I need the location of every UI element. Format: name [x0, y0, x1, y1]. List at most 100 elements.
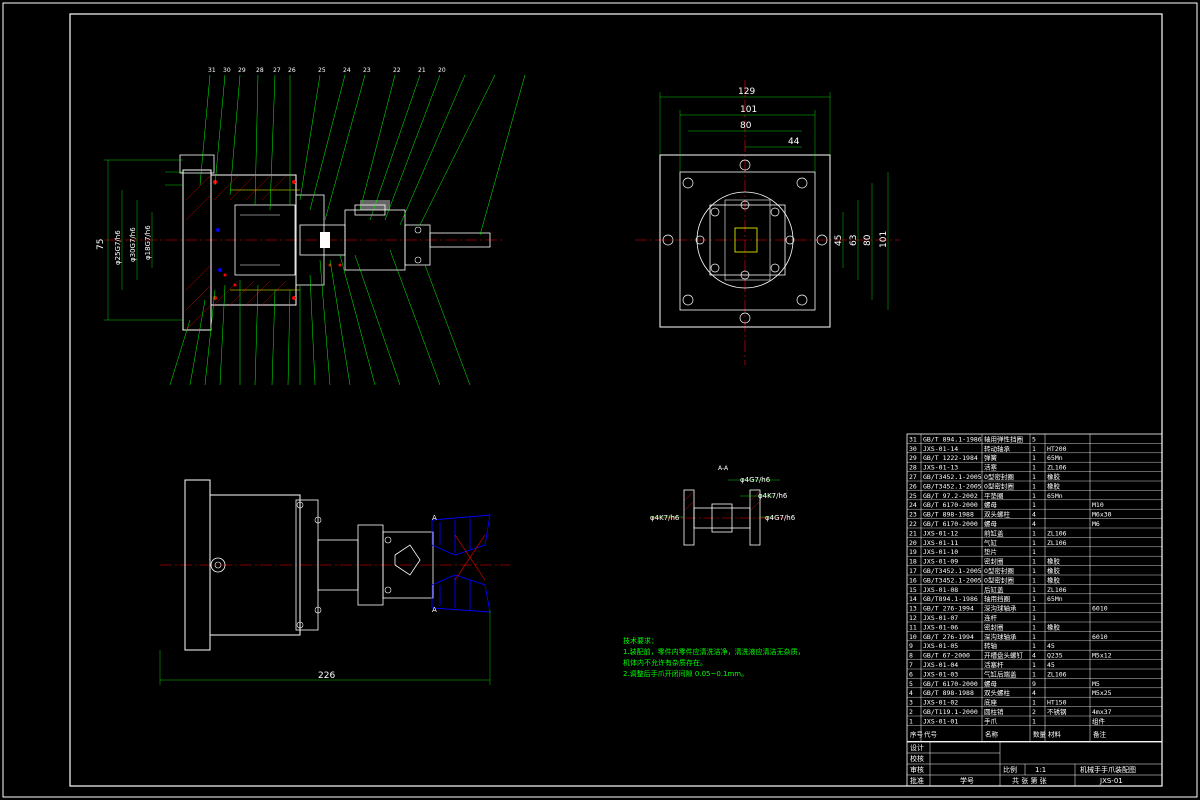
bom-cell-qty: 1	[1032, 576, 1036, 584]
bom-cell-name: 垫片	[984, 547, 997, 556]
tb-scale-label: 比例	[1003, 765, 1017, 774]
bom-cell-name: 气缸	[984, 538, 998, 547]
fit-phi4g7-b: φ4G7/h6	[765, 514, 796, 522]
dim-v-80: 80	[863, 234, 873, 246]
side-view	[159, 479, 510, 685]
dim-v-101: 101	[879, 231, 889, 248]
bom-header-no: 序号	[910, 729, 924, 738]
bom-cell-no: 8	[909, 652, 913, 660]
bom-cell-qty: 4	[1032, 689, 1036, 697]
bom-cell-qty: 1	[1032, 464, 1036, 472]
bom-cell-code: JXS-01-12	[923, 529, 958, 537]
bom-cell-code: JXS-01-04	[923, 661, 958, 669]
tb-scale-value: 1:1	[1035, 766, 1046, 774]
bom-cell-mat: 橡胶	[1047, 472, 1061, 481]
bom-cell-remark: M5	[1092, 680, 1100, 688]
bom-cell-qty: 1	[1032, 529, 1036, 537]
bom-cell-qty: 1	[1032, 623, 1036, 631]
bom-cell-name: 轴用挡圈	[984, 594, 1010, 603]
bom-cell-name: 深沟球轴承	[984, 604, 1017, 613]
notes-line-1: 1.装配前，零件内零件应清洗洁净，清洗液应清洁无杂质，	[623, 647, 805, 656]
dim-dia-d30: φ30G7/h6	[129, 227, 137, 262]
bom-header-qty: 数量	[1033, 729, 1047, 738]
bom-cell-mat: 45	[1047, 642, 1055, 650]
bom-cell-qty: 1	[1032, 670, 1036, 678]
bom-cell-no: 29	[909, 454, 917, 462]
bom-cell-no: 14	[909, 595, 917, 603]
bom-cell-no: 2	[909, 708, 913, 716]
front-section-view	[104, 74, 526, 386]
bom-header-name: 名称	[985, 729, 999, 738]
balloon-29: 29	[238, 67, 246, 74]
tb-sheet-info: 共 张 第 张	[1012, 776, 1047, 785]
bom-cell-code: JXS-01-14	[923, 445, 958, 453]
dim-width-80: 80	[740, 121, 752, 131]
tb-design: 设计	[910, 743, 924, 752]
sheet-inner-border	[69, 13, 1163, 787]
dim-height-75: 75	[96, 239, 106, 250]
tb-student-no: 学号	[960, 776, 974, 785]
bom-cell-mat: 橡胶	[1047, 622, 1061, 631]
bom-cell-remark: M10	[1092, 501, 1104, 509]
dim-length-226: 226	[318, 671, 335, 681]
bom-cell-name: 螺母	[984, 500, 998, 509]
bom-cell-qty: 1	[1032, 595, 1036, 603]
bom-cell-code: JXS-01-01	[923, 717, 958, 725]
bom-cell-name: 螺母	[984, 519, 998, 528]
bom-cell-name: 平垫圈	[984, 491, 1004, 500]
bom-cell-qty: 1	[1032, 492, 1036, 500]
bom-cell-code: JXS-01-09	[923, 558, 958, 566]
bom-cell-code: GB/T 6170-2000	[923, 520, 978, 528]
bom-cell-no: 16	[909, 576, 917, 584]
balloon-31: 31	[208, 67, 216, 74]
bom-cell-remark: M6x30	[1092, 511, 1112, 519]
bom-cell-mat: ZL106	[1047, 670, 1067, 678]
bom-cell-qty: 1	[1032, 614, 1036, 622]
bom-cell-no: 27	[909, 473, 917, 481]
bom-cell-mat: 45	[1047, 661, 1055, 669]
bom-cell-qty: 1	[1032, 699, 1036, 707]
dim-dia-d25: φ25G7/h6	[114, 230, 122, 265]
title-block	[906, 741, 1163, 787]
bom-cell-no: 24	[909, 501, 917, 509]
tb-approve: 批准	[910, 776, 924, 785]
bom-cell-mat: ZL106	[1047, 464, 1067, 472]
technical-notes: 技术要求： 1.装配前，零件内零件应清洗洁净，清洗液应清洁无杂质， 机体内不允许…	[623, 636, 805, 678]
bom-cell-code: GB/T 894.1-1986	[923, 435, 982, 443]
bom-cell-no: 3	[909, 699, 913, 707]
bom-cell-name: 轴用弹性挡圈	[984, 434, 1023, 443]
tb-review: 审核	[910, 765, 924, 774]
bom-cell-name: 开槽盘头螺钉	[984, 651, 1024, 660]
balloon-30: 30	[223, 67, 231, 74]
dim-width-129: 129	[738, 87, 755, 97]
bom-cell-no: 25	[909, 492, 917, 500]
bom-cell-code: JXS-01-03	[923, 670, 958, 678]
bom-cell-qty: 2	[1032, 708, 1036, 716]
bom-cell-name: 螺母	[984, 679, 998, 688]
bom-cell-no: 15	[909, 586, 917, 594]
bom-cell-code: GB/T 67-2000	[923, 652, 970, 660]
balloon-23: 23	[363, 67, 371, 74]
bom-cell-qty: 4	[1032, 652, 1036, 660]
bom-cell-code: GB/T3452.1-2005	[923, 576, 982, 584]
bom-cell-qty: 1	[1032, 482, 1036, 490]
balloon-22: 22	[393, 67, 401, 74]
bom-cell-name: 深沟球轴承	[984, 632, 1017, 641]
bom-cell-mat: ZL106	[1047, 586, 1067, 594]
bom-cell-mat: Q235	[1047, 652, 1063, 660]
bom-cell-qty: 1	[1032, 642, 1036, 650]
bom-cell-name: 双头螺柱	[984, 510, 1011, 519]
notes-line-2: 机体内不允许有杂质存在。	[623, 658, 707, 667]
balloon-28: 28	[256, 67, 264, 74]
bom-cell-name: 弹簧	[984, 453, 998, 462]
bom-cell-name: 活塞	[984, 463, 998, 472]
bom-cell-no: 20	[909, 539, 917, 547]
dim-dia-d18: φ18G7/h6	[144, 225, 152, 260]
bom-cell-code: GB/T3452.1-2005	[923, 482, 982, 490]
bom-cell-qty: 1	[1032, 473, 1036, 481]
top-view	[635, 80, 900, 365]
bom-cell-no: 22	[909, 520, 917, 528]
bom-cell-name: 密封圈	[984, 557, 1004, 566]
bom-cell-remark: M5x12	[1092, 652, 1112, 660]
